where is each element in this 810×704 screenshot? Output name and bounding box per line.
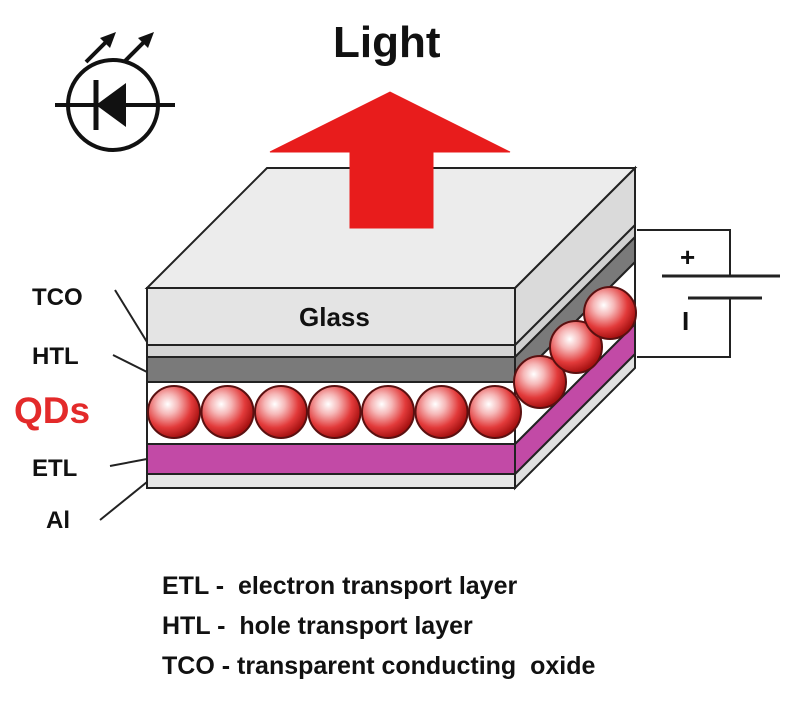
legend-text: electron transport layer	[237, 572, 518, 600]
htl-label: HTL	[32, 343, 79, 370]
quantum-dot	[307, 385, 362, 439]
quantum-dots	[147, 286, 637, 439]
battery-icon	[637, 229, 780, 358]
etl-label: ETL	[32, 455, 78, 482]
legend-text: transparent conducting oxide	[237, 652, 596, 680]
battery-minus-label: I	[682, 306, 690, 336]
quantum-dot	[583, 286, 637, 340]
legend-row-htl: HTL - hole transport layer	[162, 606, 595, 646]
quantum-dot	[147, 385, 201, 439]
quantum-dot	[414, 385, 469, 439]
battery-plus-label: +	[680, 242, 696, 272]
legend-row-tco: TCO - transparent conducting oxide	[162, 646, 595, 686]
legend-abbr: ETL -	[162, 572, 225, 600]
quantum-dot	[361, 385, 415, 439]
abbreviation-legend: ETL - electron transport layer HTL - hol…	[162, 566, 595, 686]
al-label: Al	[46, 507, 70, 534]
light-arrow	[269, 91, 511, 229]
legend-abbr: HTL -	[162, 612, 226, 640]
quantum-dot	[513, 355, 567, 409]
quantum-dot	[200, 385, 255, 439]
tco-label: TCO	[32, 284, 83, 311]
quantum-dot	[549, 320, 603, 374]
label-leader-lines	[99, 289, 148, 521]
quantum-dot	[254, 385, 308, 439]
qds-label: QDs	[14, 390, 91, 431]
legend-text: hole transport layer	[239, 612, 473, 640]
legend-abbr: TCO -	[162, 652, 231, 680]
led-symbol-icon	[55, 32, 175, 152]
quantum-dot	[468, 385, 522, 439]
legend-row-etl: ETL - electron transport layer	[162, 566, 595, 606]
diagram-title: Light	[333, 18, 441, 67]
glass-label: Glass	[299, 302, 370, 332]
